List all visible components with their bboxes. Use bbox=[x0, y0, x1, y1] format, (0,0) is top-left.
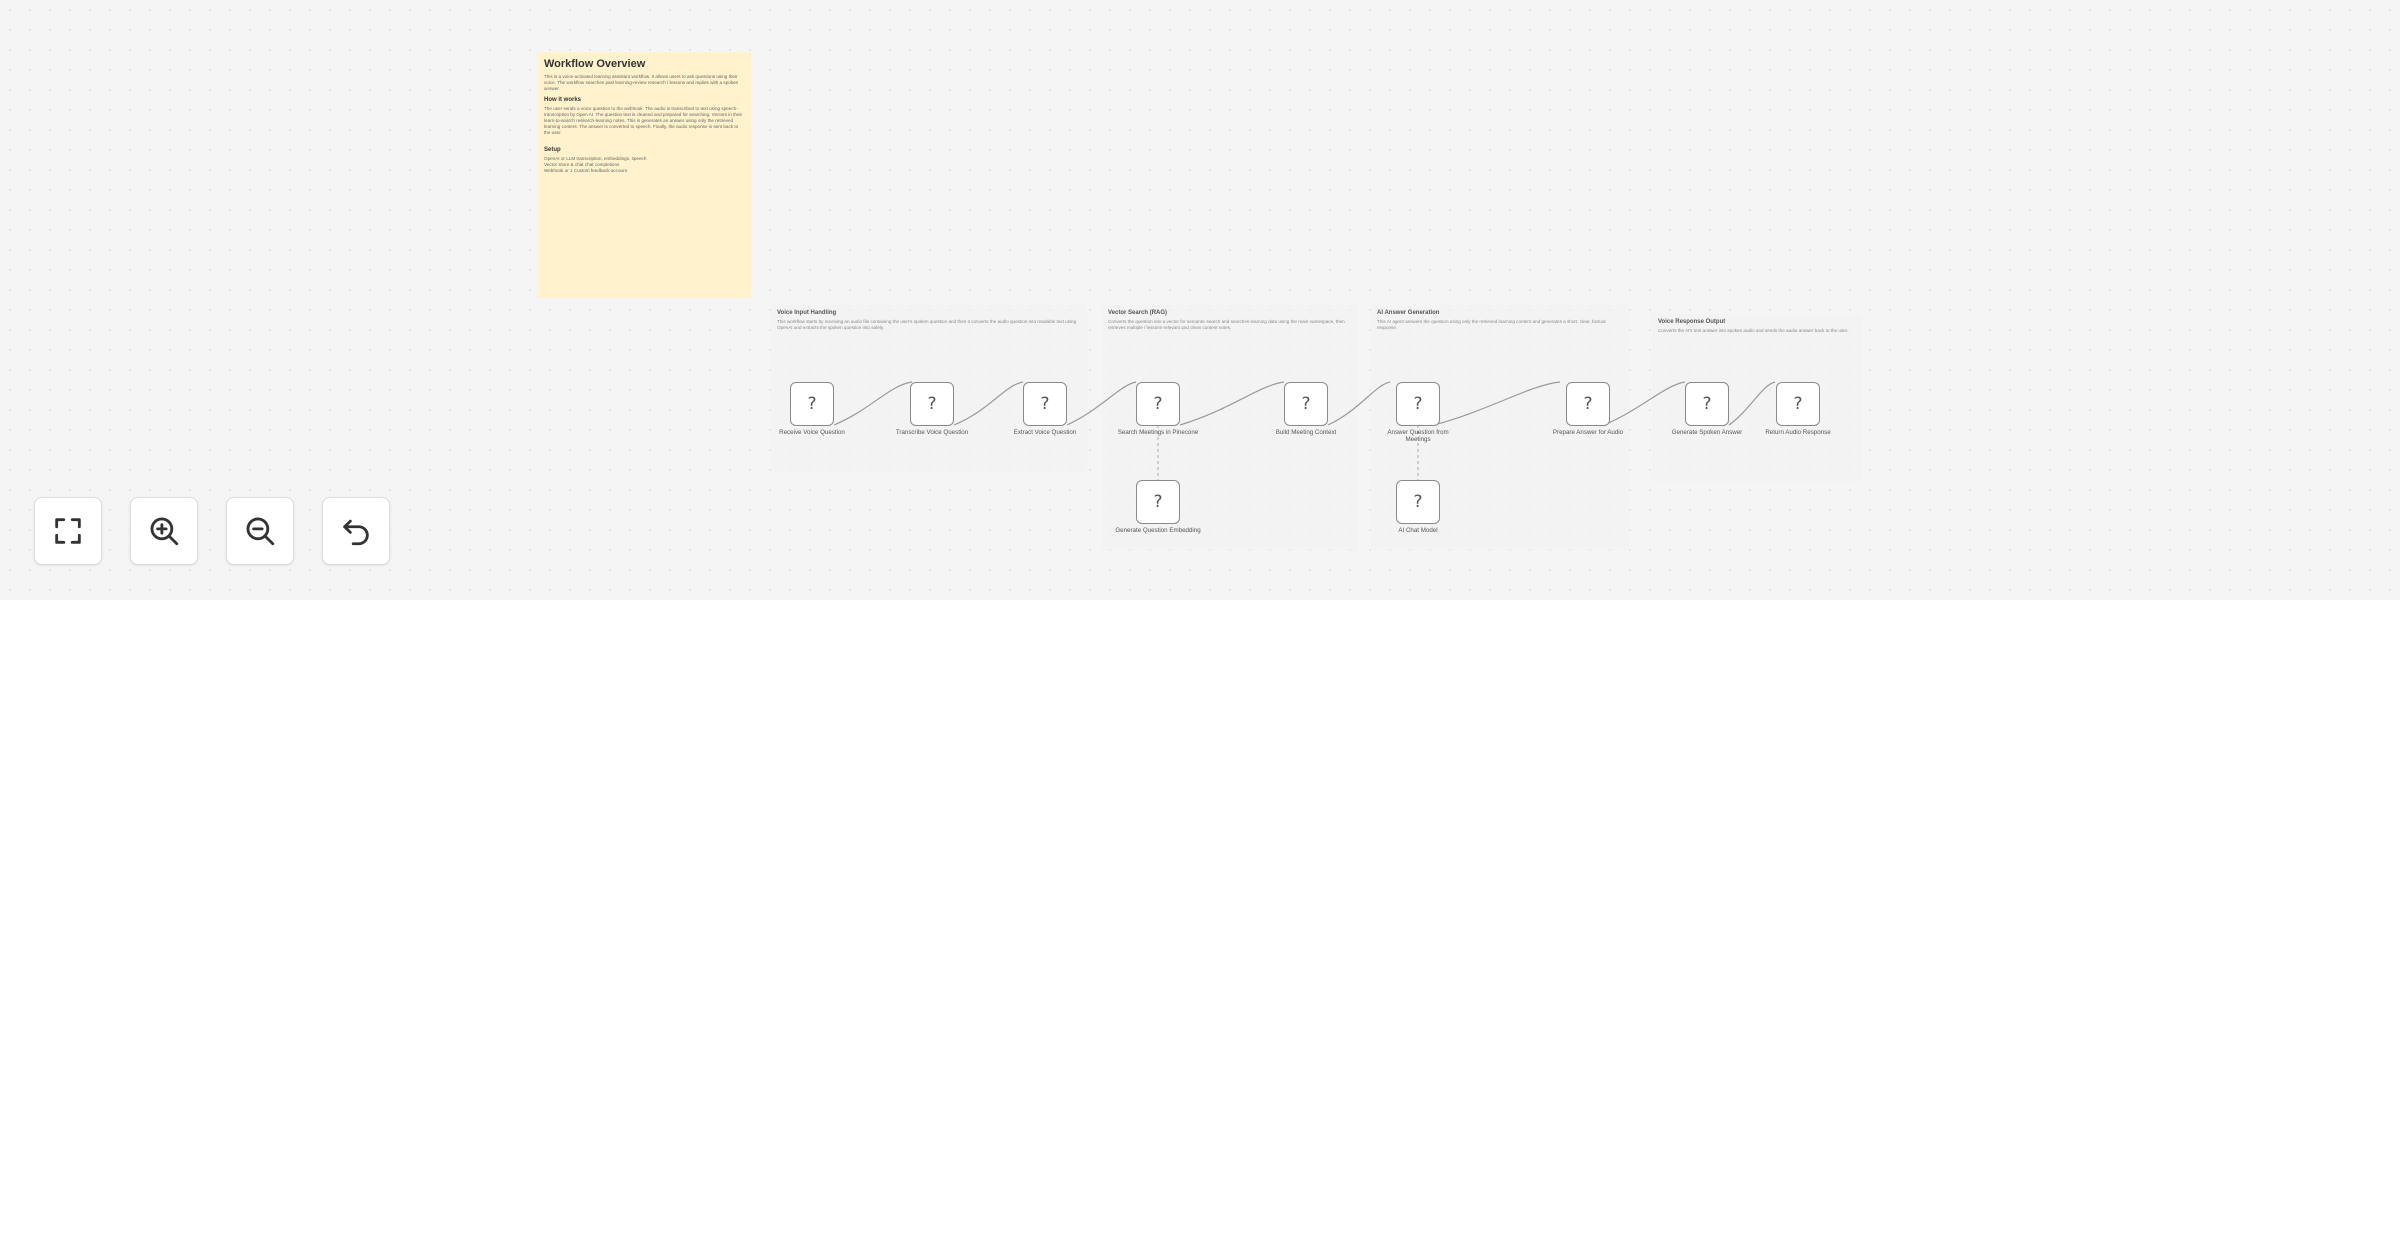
group-description: Converts the question into a vector for … bbox=[1108, 319, 1345, 330]
unknown-node-icon: ? bbox=[1301, 394, 1311, 414]
node-label: Transcribe Voice Question bbox=[895, 429, 969, 436]
node-label: Search Meetings in Pinecone bbox=[1117, 429, 1199, 436]
node-build-meeting-context[interactable]: ? bbox=[1284, 382, 1328, 426]
connection-wire bbox=[1066, 381, 1137, 426]
connection-wire bbox=[833, 381, 913, 426]
note-setup-line: OpenAI or LLM transcription, embeddings,… bbox=[544, 156, 647, 161]
undo-icon bbox=[343, 519, 369, 546]
group-description: Converts the AI's text answer into spoke… bbox=[1658, 328, 1849, 333]
note-title: Workflow Overview bbox=[544, 58, 646, 70]
group-description: This AI agent answers the question using… bbox=[1377, 319, 1606, 330]
node-label: Build Meeting Context bbox=[1275, 429, 1337, 436]
unknown-node-icon: ? bbox=[807, 394, 817, 414]
connection-wire bbox=[1179, 381, 1285, 426]
zoom-in-button[interactable] bbox=[130, 497, 198, 565]
zoom-out-icon bbox=[246, 517, 275, 546]
node-label: Extract Voice Question bbox=[1013, 429, 1077, 436]
note-setup-line: Webhook or 1 Custom feedback account bbox=[544, 168, 627, 173]
note-setup-heading: Setup bbox=[544, 147, 561, 153]
unknown-node-icon: ? bbox=[927, 394, 937, 414]
workflow-canvas[interactable]: Workflow Overview This is a voice-activa… bbox=[0, 0, 2400, 600]
zoom-in-icon bbox=[150, 517, 179, 546]
group-title: Voice Response Output bbox=[1658, 319, 1726, 325]
node-generate-spoken-answer[interactable]: ? bbox=[1685, 382, 1729, 426]
node-label: Generate Question Embedding bbox=[1115, 527, 1201, 534]
node-prepare-answer-for-audio[interactable]: ? bbox=[1566, 382, 1610, 426]
node-label: Answer Question from Meetings bbox=[1387, 429, 1449, 443]
unknown-node-icon: ? bbox=[1702, 394, 1712, 414]
connection-wire bbox=[953, 381, 1024, 426]
note-setup-line: Vector Store & chat chat completions bbox=[544, 162, 620, 167]
node-label: Prepare Answer for Audio bbox=[1552, 429, 1624, 436]
connection-wire bbox=[1433, 381, 1561, 426]
unknown-node-icon: ? bbox=[1040, 394, 1050, 414]
fit-view-button[interactable] bbox=[34, 497, 102, 565]
workflow-overview-note[interactable]: Workflow Overview This is a voice-activa… bbox=[537, 52, 751, 298]
group-title: AI Answer Generation bbox=[1377, 310, 1440, 316]
connection-wires bbox=[833, 381, 1776, 480]
node-label: Receive Voice Question bbox=[779, 429, 845, 436]
node-label: AI Chat Model bbox=[1398, 527, 1438, 534]
connection-wire bbox=[1728, 381, 1776, 426]
unknown-node-icon: ? bbox=[1153, 492, 1163, 512]
note-how-heading: How it works bbox=[544, 97, 582, 103]
node-transcribe-voice-question[interactable]: ? bbox=[910, 382, 954, 426]
node-label: Return Audio Response bbox=[1765, 429, 1831, 436]
node-return-audio-response[interactable]: ? bbox=[1776, 382, 1820, 426]
node-generate-question-embedding[interactable]: ? bbox=[1136, 480, 1180, 524]
group-title: Vector Search (RAG) bbox=[1108, 310, 1168, 316]
group-title: Voice Input Handling bbox=[777, 310, 837, 316]
zoom-out-button[interactable] bbox=[226, 497, 294, 565]
unknown-node-icon: ? bbox=[1413, 394, 1423, 414]
group-description: This workflow starts by receiving an aud… bbox=[777, 319, 1077, 330]
blank-area bbox=[0, 600, 2400, 1260]
note-intro: This is a voice-activated learning assis… bbox=[544, 74, 739, 91]
node-answer-question-from-meetings[interactable]: ? bbox=[1396, 382, 1440, 426]
node-label: Generate Spoken Answer bbox=[1671, 429, 1743, 436]
node-receive-voice-question[interactable]: ? bbox=[790, 382, 834, 426]
unknown-node-icon: ? bbox=[1793, 394, 1803, 414]
connection-wire bbox=[1603, 381, 1686, 426]
node-extract-voice-question[interactable]: ? bbox=[1023, 382, 1067, 426]
unknown-node-icon: ? bbox=[1153, 394, 1163, 414]
connection-wire bbox=[1327, 381, 1391, 426]
undo-button[interactable] bbox=[322, 497, 390, 565]
node-ai-chat-model[interactable]: ? bbox=[1396, 480, 1440, 524]
fit-view-icon bbox=[55, 518, 81, 544]
unknown-node-icon: ? bbox=[1413, 492, 1423, 512]
unknown-node-icon: ? bbox=[1583, 394, 1593, 414]
note-how-text: The user sends a voice question to the w… bbox=[544, 106, 743, 135]
node-search-meetings-in-pinecone[interactable]: ? bbox=[1136, 382, 1180, 426]
